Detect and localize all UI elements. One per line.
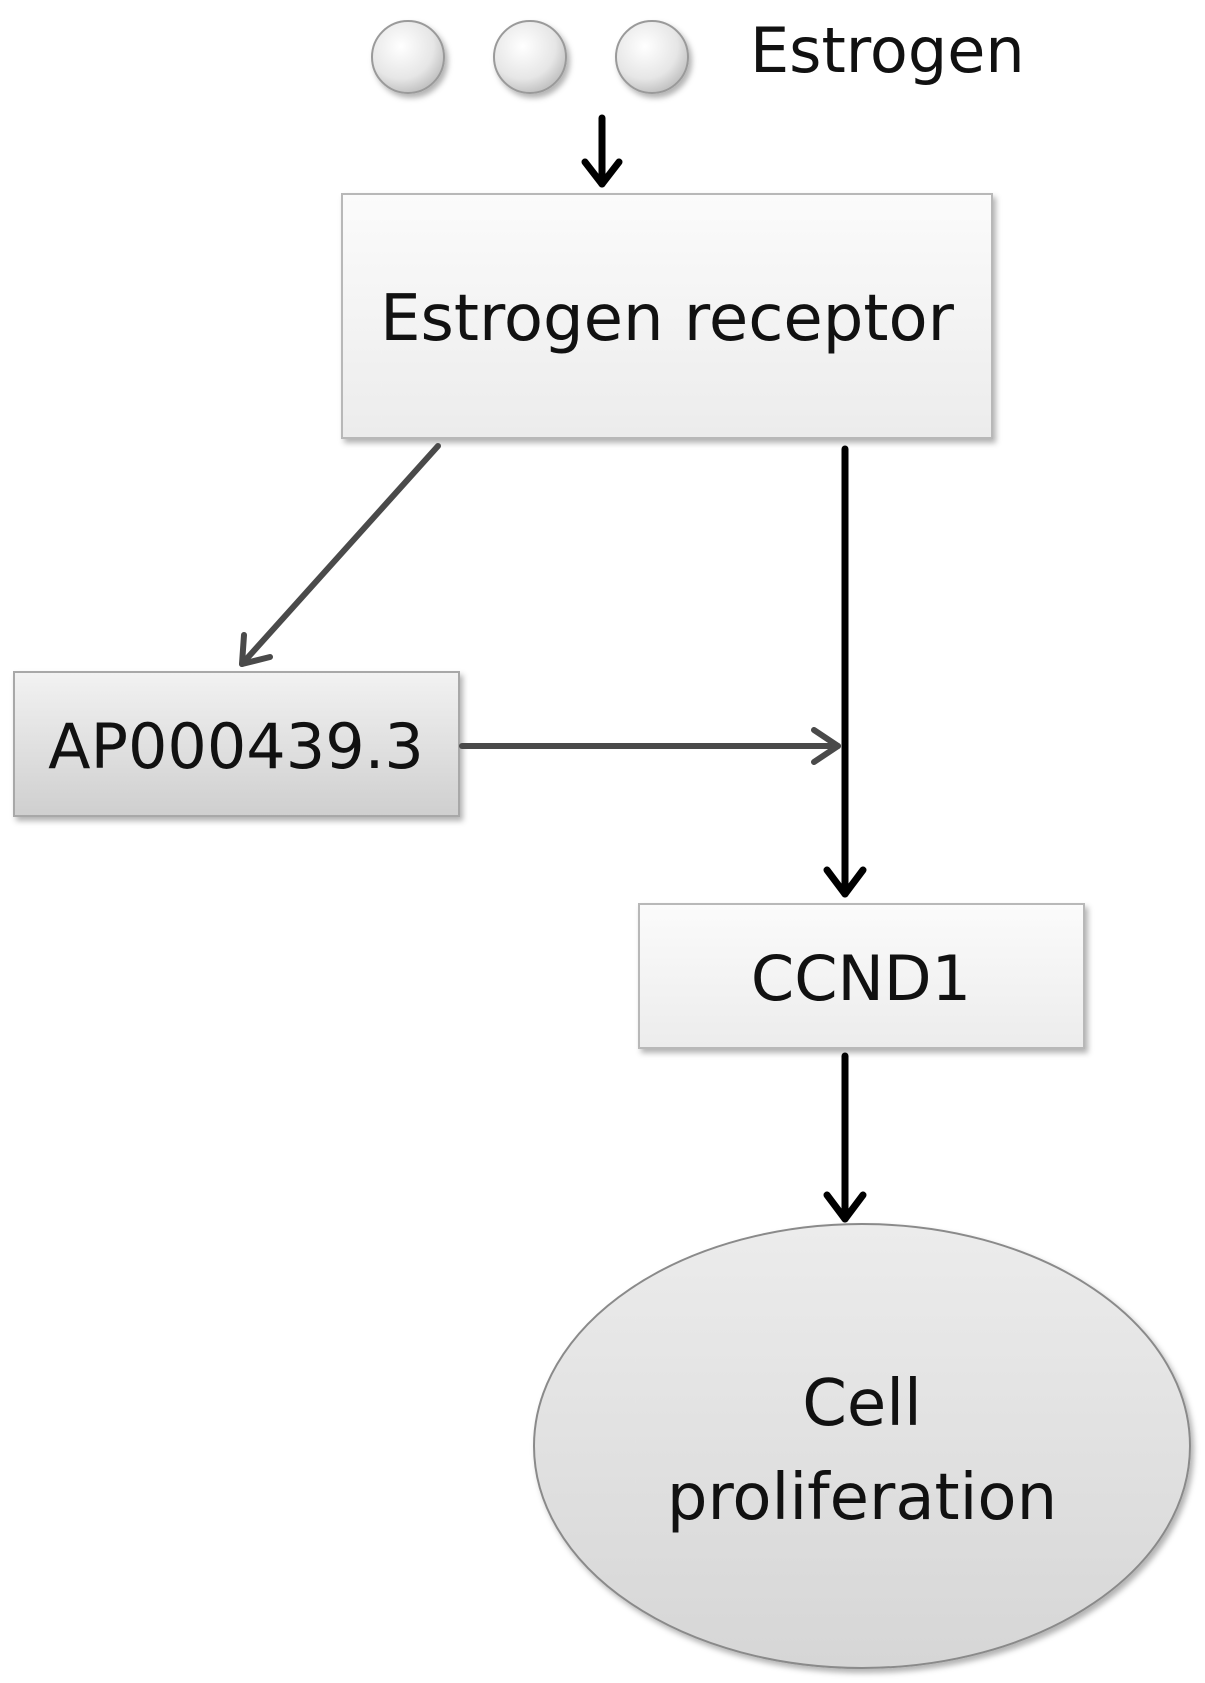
estrogen-receptor-label: Estrogen receptor: [380, 282, 955, 356]
ap000439-node: AP000439.3: [13, 671, 460, 817]
estrogen-molecule-icon: [493, 20, 567, 94]
arrow-estrogen-to-receptor: [581, 114, 623, 188]
arrow-ccnd1-to-cell-proliferation: [823, 1052, 867, 1223]
cell-proliferation-label-line2: proliferation: [667, 1461, 1057, 1535]
cell-proliferation-label-line1: Cell: [802, 1367, 922, 1441]
estrogen-receptor-node: Estrogen receptor: [341, 193, 993, 439]
cell-proliferation-node: Cell proliferation: [533, 1223, 1191, 1669]
estrogen-receptor-box: [341, 193, 993, 439]
estrogen-molecules: [371, 20, 689, 94]
ccnd1-node: CCND1: [638, 903, 1085, 1049]
arrow-ap000439-to-ccnd1-edge: [459, 727, 841, 765]
ccnd1-box: [638, 903, 1085, 1049]
estrogen-molecule-icon: [615, 20, 689, 94]
ap000439-box: [13, 671, 460, 817]
ccnd1-label: CCND1: [751, 942, 971, 1015]
arrow-receptor-to-ccnd1: [823, 445, 867, 898]
arrow-receptor-to-ap000439: [239, 443, 441, 667]
estrogen-molecule-icon: [371, 20, 445, 94]
cell-proliferation-ellipse: [533, 1223, 1191, 1669]
estrogen-label: Estrogen: [750, 14, 1025, 87]
ap000439-label: AP000439.3: [48, 710, 424, 783]
